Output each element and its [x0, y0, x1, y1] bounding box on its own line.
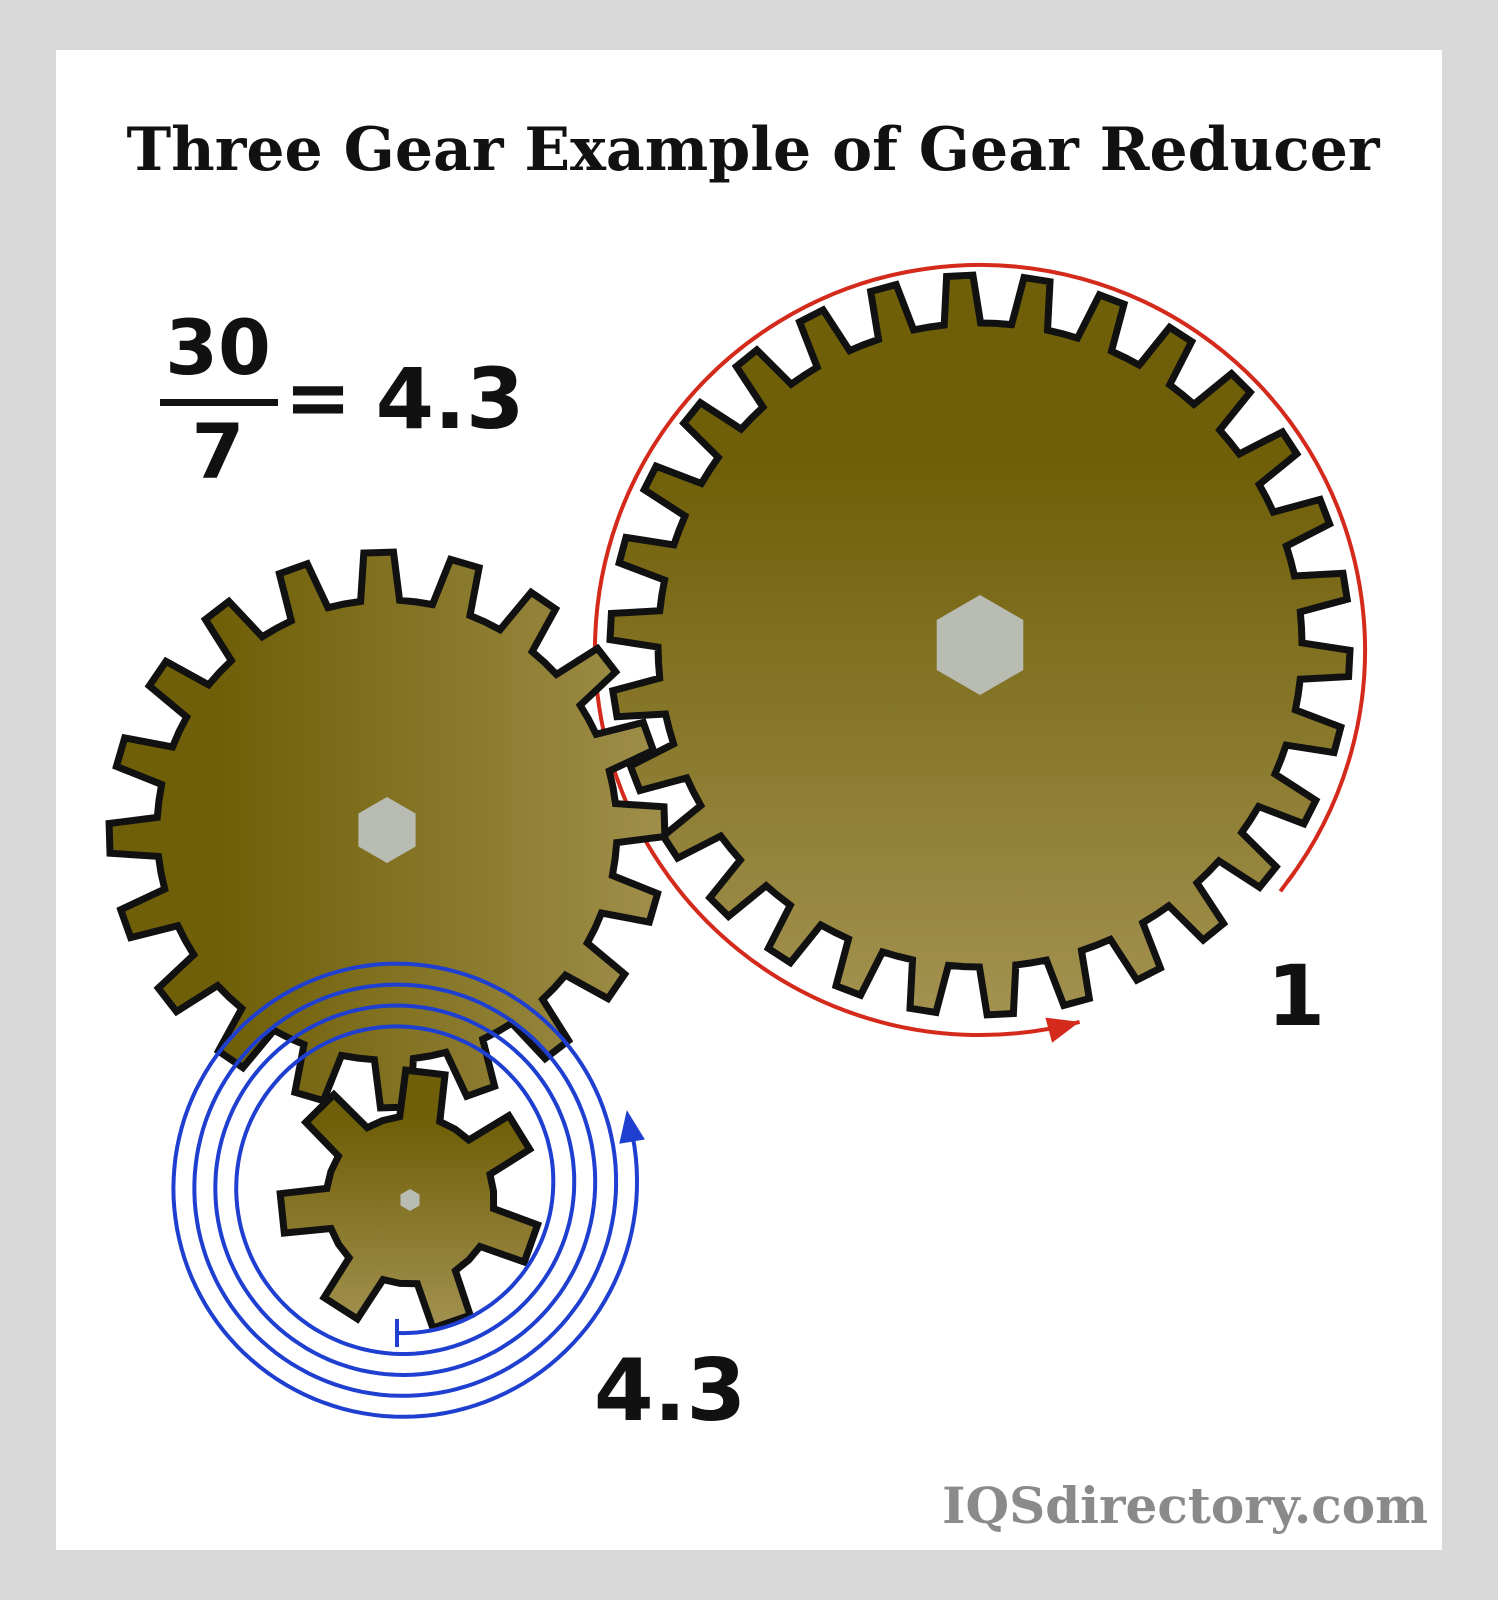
red-rotation-path: [593, 262, 1368, 1037]
large-gear-hex-hub-icon: [936, 595, 1024, 695]
large-gear: [606, 271, 1354, 1019]
small-gear-turns-label: 4.3: [594, 1341, 746, 1441]
fraction-bar: [160, 399, 278, 406]
middle-gear-hex-hub-icon: [358, 797, 416, 863]
small-gear: [276, 1066, 543, 1333]
red-start-tick: [1278, 870, 1297, 893]
middle-gear: [105, 548, 669, 1112]
large-gear-turns-label: 1: [1267, 947, 1325, 1045]
diagram-title: Three Gear Example of Gear Reducer: [126, 115, 1380, 185]
watermark-logo: IQSdirectory.com: [942, 1476, 1428, 1535]
small-gear-hex-hub-icon: [400, 1189, 420, 1211]
ratio-formula: 30 7 = 4.3: [160, 303, 524, 496]
ratio-equals-sign: =: [284, 351, 351, 444]
large-gear-rotation-arc: [593, 262, 1368, 1043]
blue-arrowhead: [619, 1110, 645, 1144]
ratio-numerator: 30: [165, 303, 271, 392]
blue-spiral-path: [171, 961, 640, 1419]
small-gear-rotation-spiral: [171, 961, 645, 1419]
red-arrowhead: [1045, 1017, 1080, 1043]
ratio-result: 4.3: [376, 350, 525, 448]
ratio-denominator: 7: [192, 407, 245, 496]
